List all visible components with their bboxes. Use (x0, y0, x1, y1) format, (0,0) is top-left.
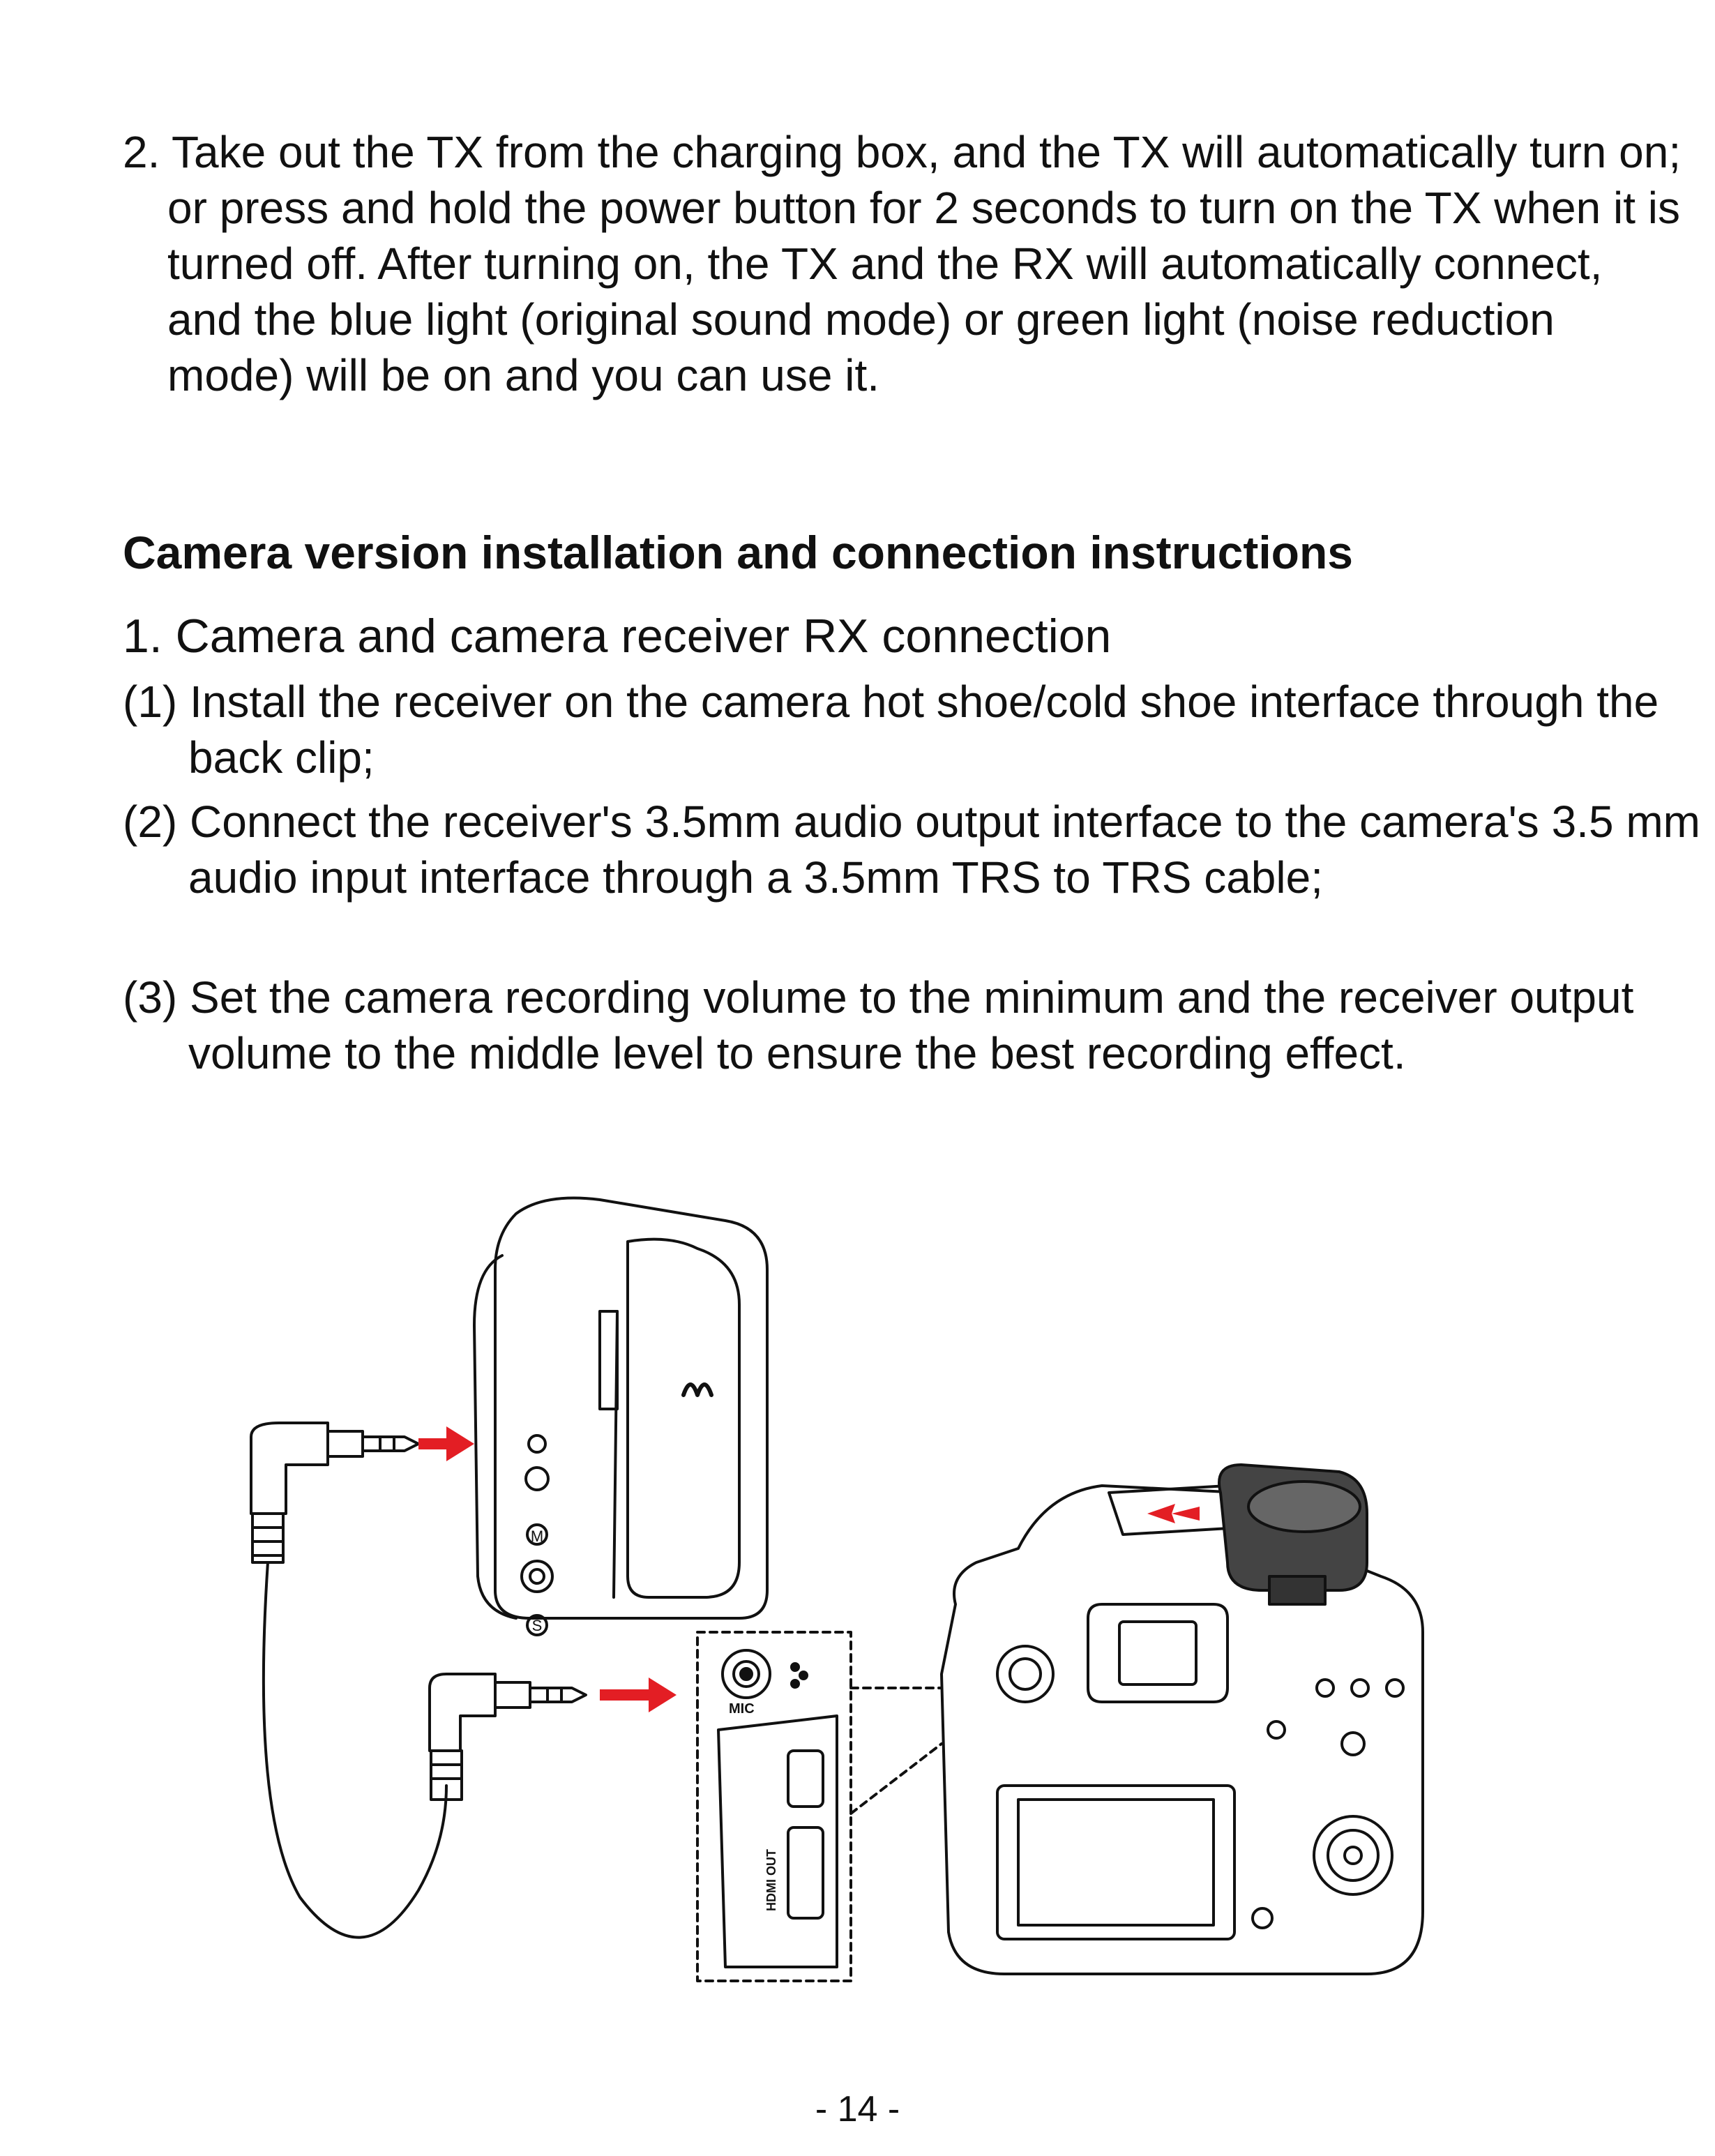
section-subheading: 1. Camera and camera receiver RX connect… (123, 610, 1112, 663)
section-heading: Camera version installation and connecti… (123, 527, 1354, 578)
step-2-paragraph: 2. Take out the TX from the charging box… (123, 127, 1682, 400)
page-number: - 14 - (815, 2089, 900, 2129)
instruction-step-1: (1) Install the receiver on the camera h… (123, 677, 1659, 783)
arrow-to-receiver (418, 1426, 474, 1461)
trs-cable-illustration (250, 1422, 587, 1939)
instruction-step-2: (2) Connect the receiver's 3.5mm audio o… (123, 797, 1700, 903)
camera-port-inset (696, 1631, 943, 1982)
mounted-receiver-illustration (1218, 1463, 1368, 1606)
hdmi-out-label: HDMI OUT (764, 1849, 778, 1911)
arrow-to-camera-port (600, 1678, 677, 1712)
connection-illustration: M S (250, 1196, 1424, 1982)
camera-illustration (940, 1484, 1424, 1975)
insertion-arrows (418, 1426, 1200, 1712)
receiver-rx-illustration (473, 1196, 769, 1636)
receiver-button-m: M (531, 1528, 543, 1545)
instruction-step-3: (3) Set the camera recording volume to t… (123, 972, 1634, 1078)
mic-port-label: MIC (729, 1701, 755, 1717)
arrow-to-hot-shoe (1147, 1504, 1200, 1523)
receiver-button-s: S (532, 1617, 543, 1634)
